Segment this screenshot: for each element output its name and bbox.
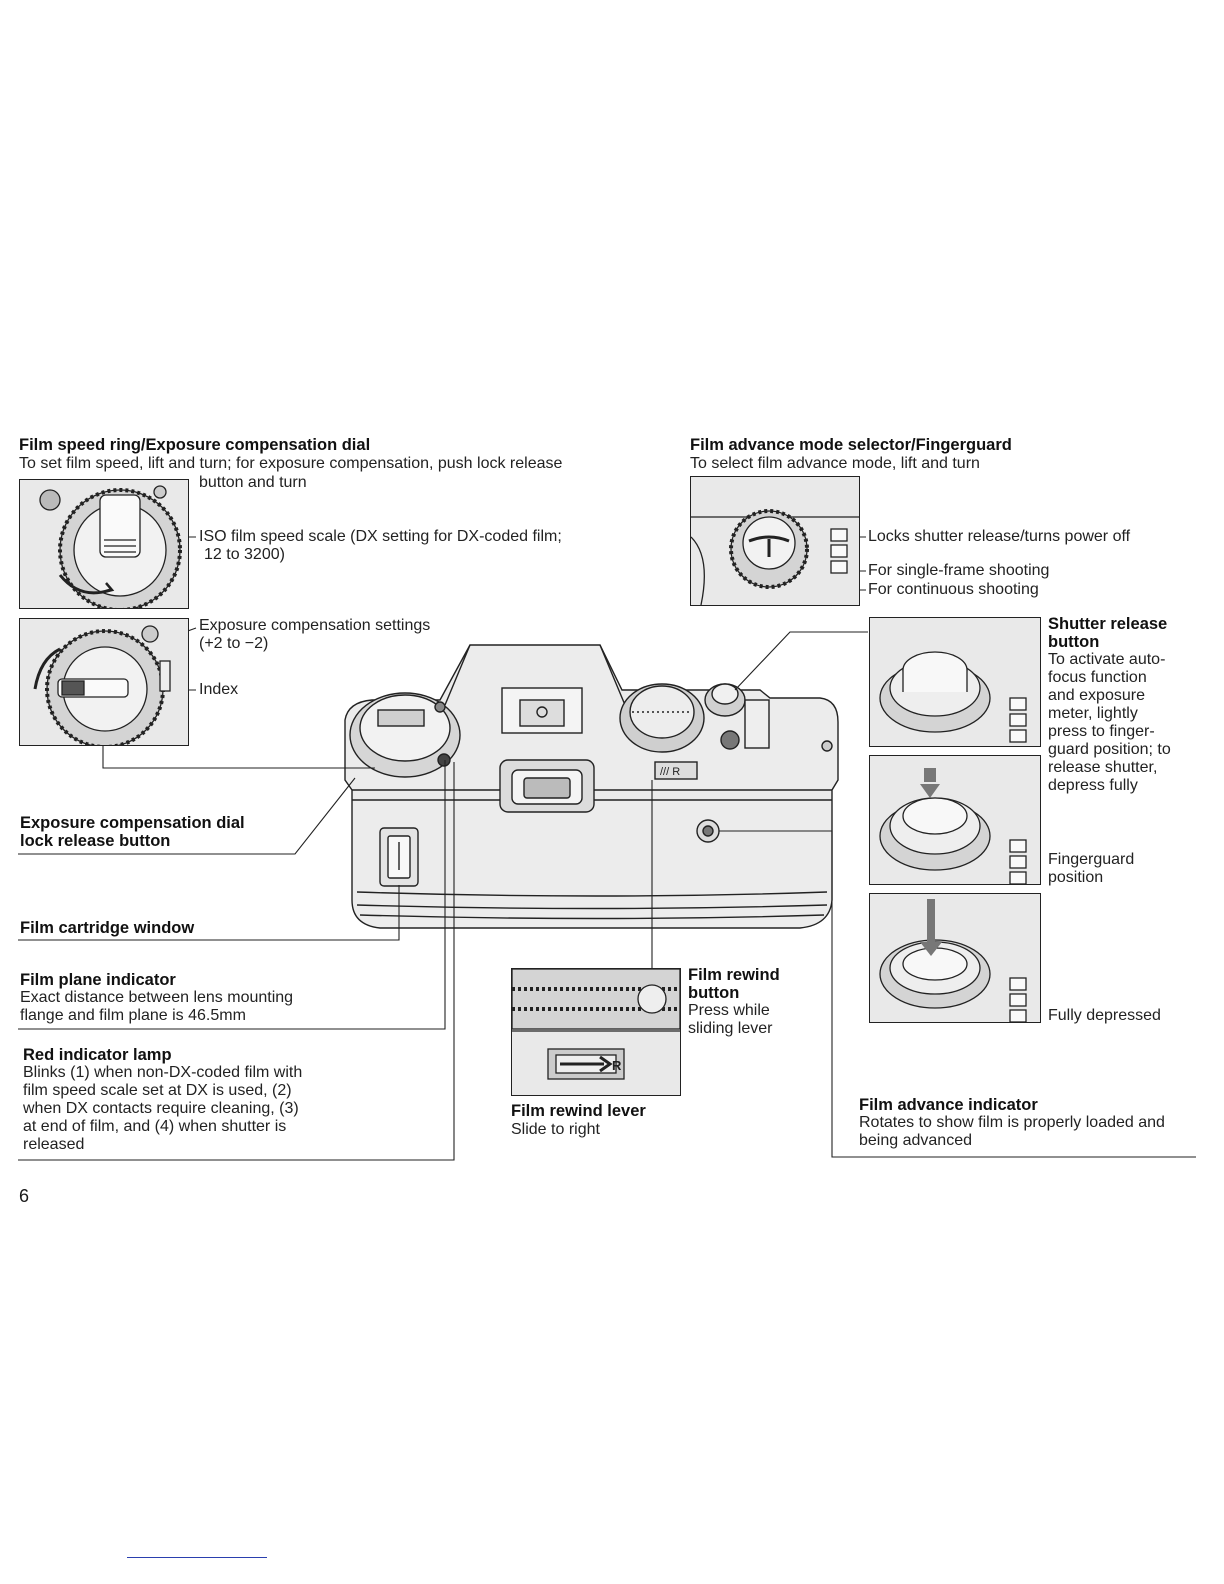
rewind-lever-desc: Slide to right <box>511 1121 600 1138</box>
svg-text:R: R <box>612 1058 622 1073</box>
shutter-half-press-icon <box>879 768 1027 884</box>
advance-indicator-desc-2: being advanced <box>859 1132 972 1149</box>
index-label: Index <box>199 681 239 698</box>
film-speed-title: Film speed ring/Exposure compensation di… <box>19 436 371 454</box>
exposure-comp-panel <box>19 618 189 746</box>
shutter-release-block: Shutter release button To activate auto-… <box>1048 615 1171 795</box>
iso-scale-label-1: ISO film speed scale (DX setting for DX-… <box>199 528 562 545</box>
red-lamp-line: Blinks (1) when non-DX-coded film with <box>23 1064 303 1081</box>
shutter-title-1: Shutter release <box>1048 615 1168 633</box>
fingerguard-label-1: Fingerguard <box>1048 851 1135 868</box>
rewind-button-desc-2: sliding lever <box>688 1020 773 1037</box>
advance-indicator-title: Film advance indicator <box>859 1096 1038 1114</box>
shutter-desc-line: depress fully <box>1048 777 1138 794</box>
single-frame-label: For single-frame shooting <box>868 562 1050 579</box>
film-plane-desc-1: Exact distance between lens mounting <box>20 989 294 1006</box>
red-lamp-block: Red indicator lamp Blinks (1) when non-D… <box>23 1046 302 1154</box>
advance-indicator-desc-1: Rotates to show film is properly loaded … <box>859 1114 1165 1131</box>
rewind-panel: R <box>511 968 681 1096</box>
advance-mode-desc: To select film advance mode, lift and tu… <box>690 455 980 472</box>
fully-depressed-label: Fully depressed <box>1048 1007 1161 1024</box>
iso-scale-label-2: 12 to 3200) <box>204 546 285 563</box>
shutter-desc-line: press to finger- <box>1048 723 1155 740</box>
rewind-button-desc-1: Press while <box>688 1002 770 1019</box>
advance-mode-title: Film advance mode selector/Fingerguard <box>690 436 1012 454</box>
film-speed-desc-1: To set film speed, lift and turn; for ex… <box>19 455 563 472</box>
rewind-button-title-1: Film rewind <box>688 966 780 984</box>
exposure-settings-label-2: (+2 to −2) <box>199 635 269 652</box>
shutter-title-2: button <box>1048 633 1100 651</box>
shutter-desc-line: meter, lightly <box>1048 705 1138 722</box>
camera-body: /// R <box>344 644 839 929</box>
continuous-label: For continuous shooting <box>868 581 1039 598</box>
svg-text:/// R: /// R <box>660 766 680 778</box>
film-plane-title: Film plane indicator <box>20 971 176 989</box>
exposure-comp-dial-icon <box>33 625 171 745</box>
exposure-settings-label-1: Exposure compensation settings <box>199 617 431 634</box>
film-speed-dial-icon <box>39 485 182 608</box>
shutter-desc-line: release shutter, <box>1048 759 1158 776</box>
shutter-desc-line: and exposure <box>1048 687 1145 704</box>
lock-release-title-1: Exposure compensation dial <box>20 814 245 832</box>
shutter-button-icon <box>879 651 1027 743</box>
red-lamp-line: at end of film, and (4) when shutter is <box>23 1118 287 1135</box>
red-lamp-line: when DX contacts require cleaning, (3) <box>23 1100 299 1117</box>
red-lamp-line: film speed scale set at DX is used, (2) <box>23 1082 292 1099</box>
shutter-full-press-icon <box>879 899 1027 1022</box>
film-plane-desc-2: flange and film plane is 46.5mm <box>20 1007 246 1024</box>
cartridge-window-title: Film cartridge window <box>20 919 195 937</box>
film-speed-desc-2: button and turn <box>199 474 307 491</box>
rewind-lever-title: Film rewind lever <box>511 1102 646 1120</box>
red-lamp-title: Red indicator lamp <box>23 1046 172 1064</box>
shutter-desc-line: To activate auto- <box>1048 651 1166 668</box>
lock-label: Locks shutter release/turns power off <box>868 528 1131 545</box>
rewind-lever-icon: R <box>512 969 680 1080</box>
page-number: 6 <box>19 1186 30 1206</box>
shutter-panel-full <box>869 893 1041 1023</box>
advance-mode-dial-icon <box>691 509 859 605</box>
shutter-desc-line: focus function <box>1048 669 1147 686</box>
lock-release-title-2: lock release button <box>20 832 171 850</box>
film-speed-panel <box>19 479 189 609</box>
red-lamp-line: released <box>23 1136 85 1153</box>
shutter-panel-half <box>869 755 1041 885</box>
advance-mode-panel <box>690 476 860 606</box>
fingerguard-label-2: position <box>1048 869 1104 886</box>
shutter-desc-line: guard position; to <box>1048 741 1171 758</box>
shutter-panel-normal <box>869 617 1041 747</box>
rewind-button-title-2: button <box>688 984 740 1002</box>
footer-rule <box>127 1557 267 1558</box>
